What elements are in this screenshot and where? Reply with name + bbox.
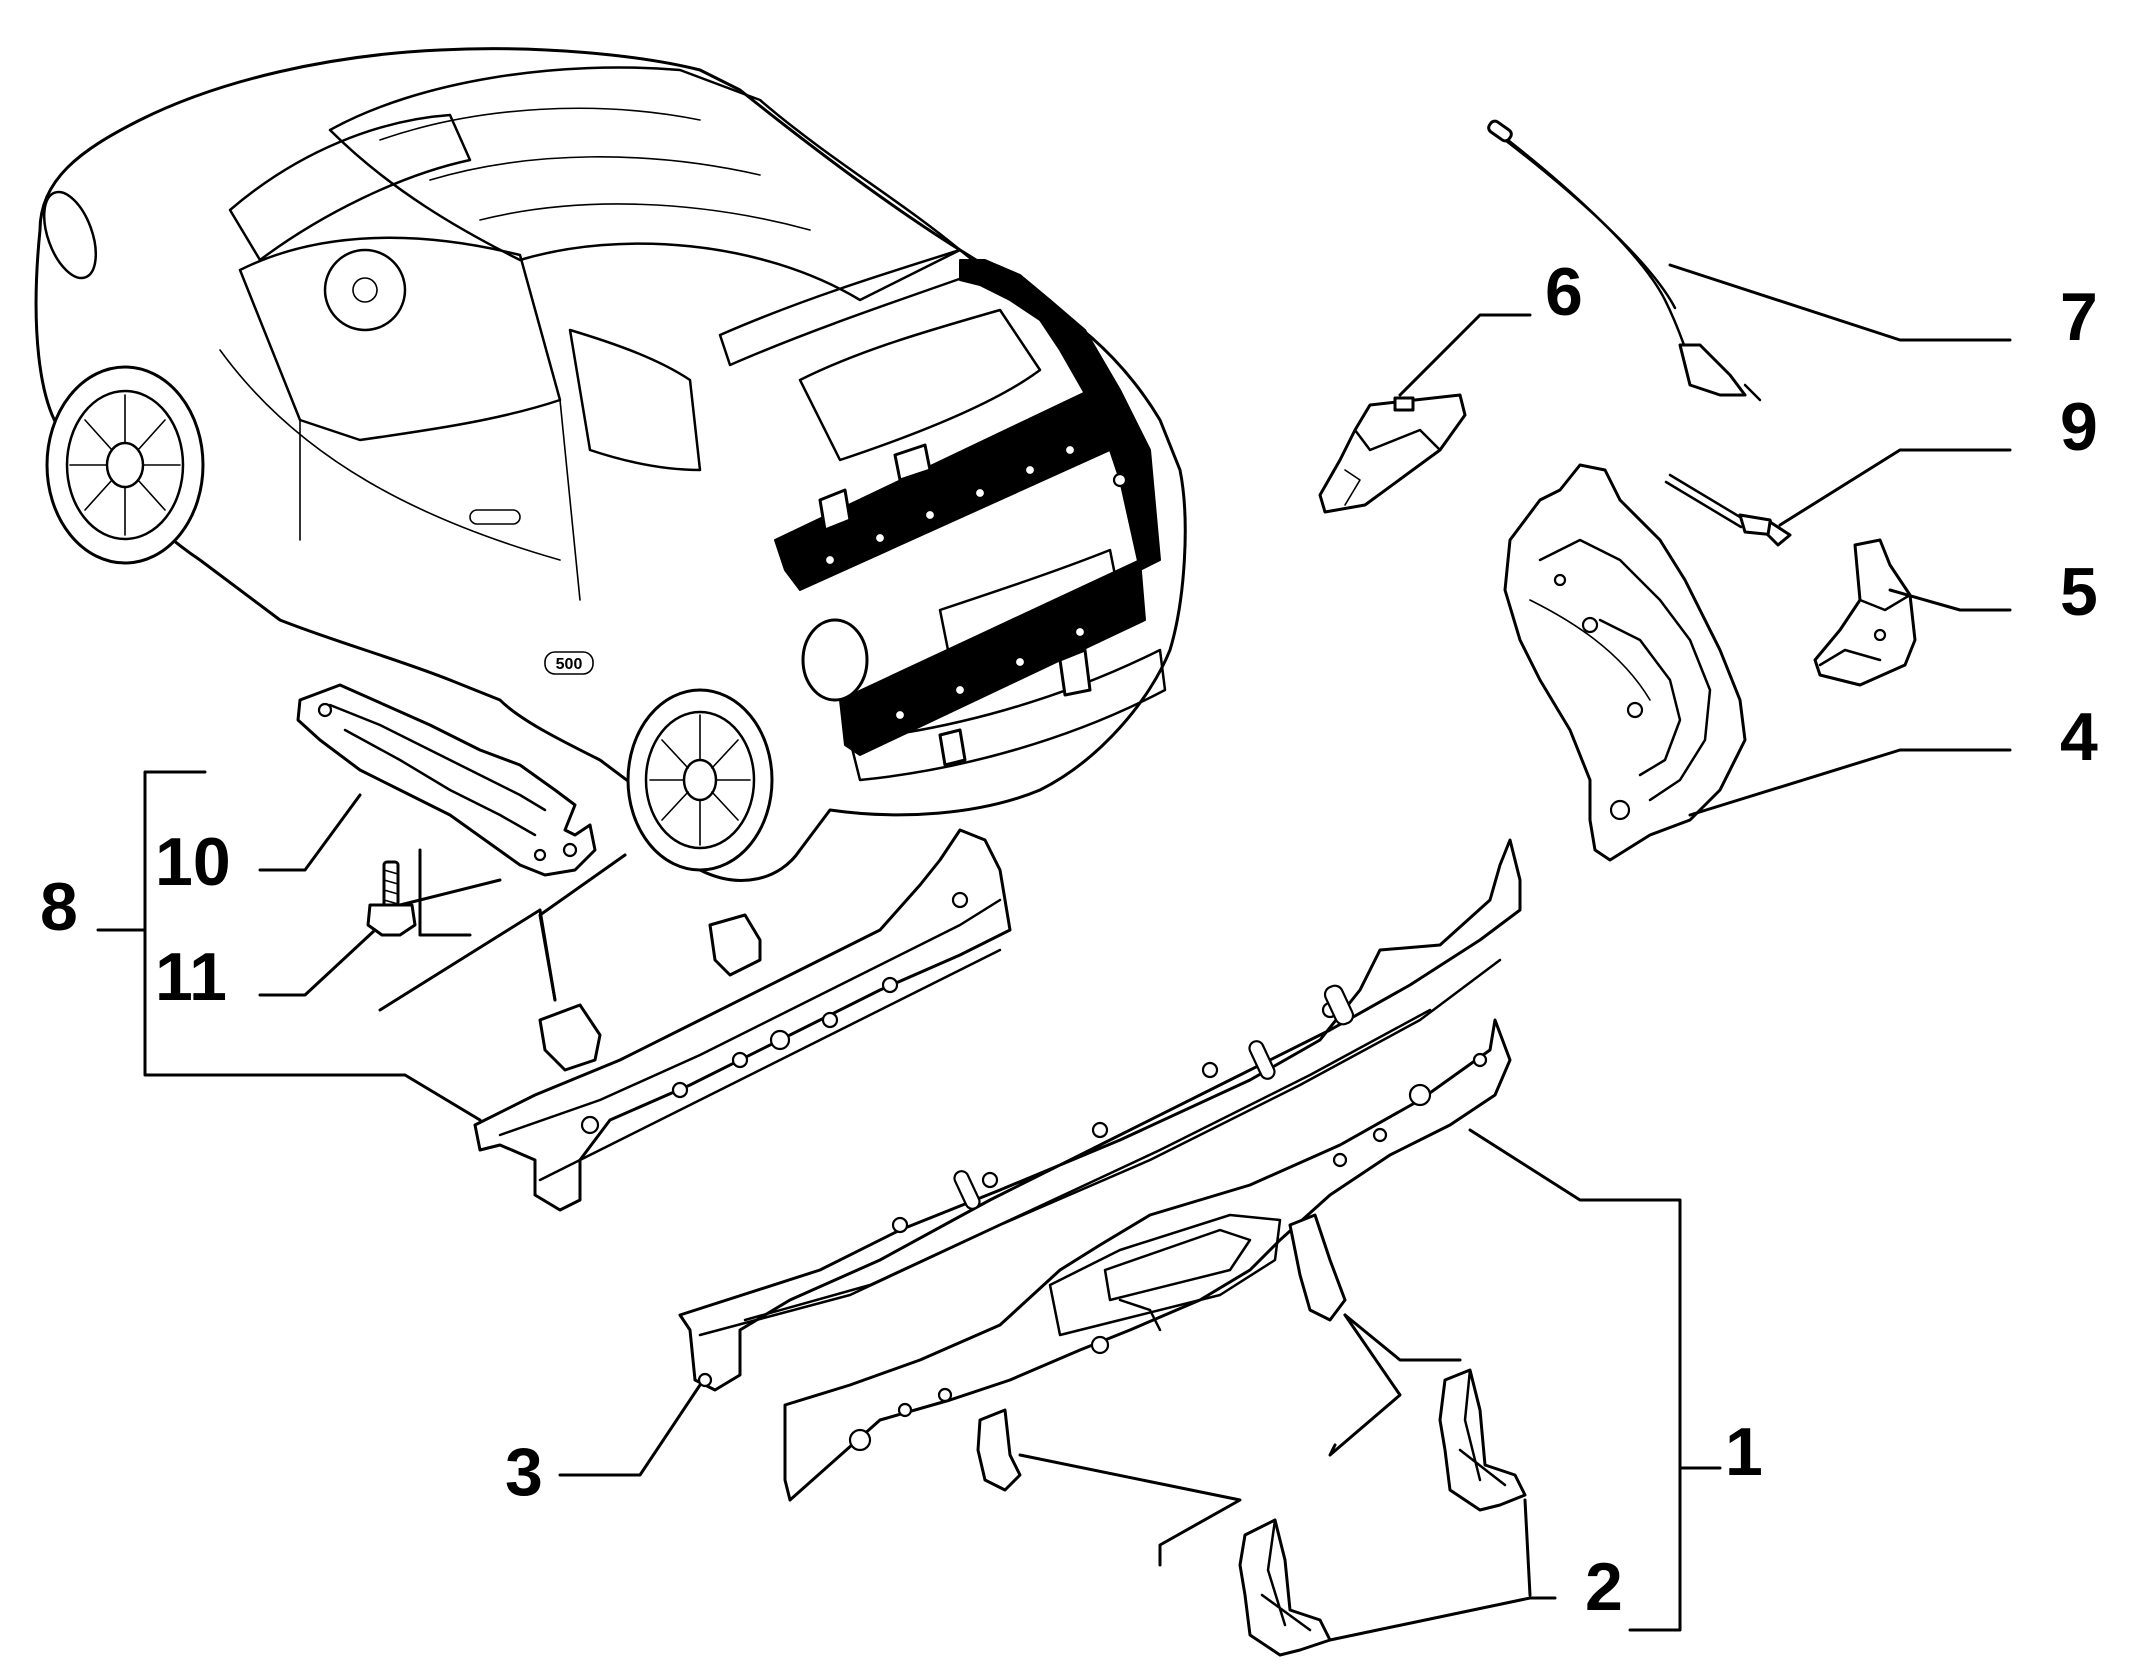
callout-2: 2 — [1585, 1549, 1623, 1625]
car-badge-text: 500 — [556, 656, 583, 673]
callout-7: 7 — [2060, 279, 2098, 355]
highlighted-rear-panel — [774, 259, 1161, 767]
car-illustration: 500 — [34, 47, 1187, 882]
car-badge: 500 — [544, 651, 594, 675]
car-front-wheel — [45, 365, 205, 565]
car-headlight — [42, 190, 98, 280]
callout-10: 10 — [155, 824, 231, 900]
car-door-handle — [469, 509, 521, 525]
part-4-side-panel — [1503, 463, 1747, 862]
callout-3: 3 — [505, 1434, 543, 1510]
car-side-window — [238, 236, 562, 442]
callout-9: 9 — [2060, 389, 2098, 465]
callout-8: 8 — [40, 869, 78, 945]
part-9-pin — [1664, 473, 1792, 547]
callout-6: 6 — [1545, 254, 1583, 330]
car-rear-bumper — [848, 648, 1167, 782]
part-8-upper-crossmember — [473, 828, 1012, 1212]
leader-lines — [96, 263, 2012, 1642]
roof-rib-lines — [379, 107, 811, 231]
car-rear-window — [798, 308, 1042, 462]
part-5-bracket — [1813, 538, 1917, 687]
part-2-bracket-upper — [1438, 1368, 1527, 1512]
car-quarter-window — [568, 328, 702, 472]
part-10-plate — [296, 683, 597, 877]
callout-labels: 1 2 3 4 5 6 7 8 9 10 11 — [40, 254, 2098, 1625]
car-door-line — [219, 349, 581, 601]
car-tail-light — [801, 618, 869, 702]
part-11-bolt — [366, 860, 417, 937]
car-windshield — [228, 113, 472, 262]
callout-5: 5 — [2060, 554, 2098, 630]
callout-1: 1 — [1725, 1414, 1763, 1490]
part-6-bracket — [1318, 393, 1467, 514]
part-7-cable — [1487, 119, 1762, 402]
part-3-crossmember — [678, 838, 1522, 1392]
car-steering-wheel — [323, 248, 407, 332]
part-2-bracket-lower — [1238, 1518, 1332, 1657]
car-steering-hub — [352, 277, 378, 303]
car-rear-wheel — [626, 688, 774, 872]
callout-4: 4 — [2060, 699, 2098, 775]
callout-11: 11 — [155, 939, 227, 1015]
part-1-rear-panel — [783, 1018, 1512, 1502]
